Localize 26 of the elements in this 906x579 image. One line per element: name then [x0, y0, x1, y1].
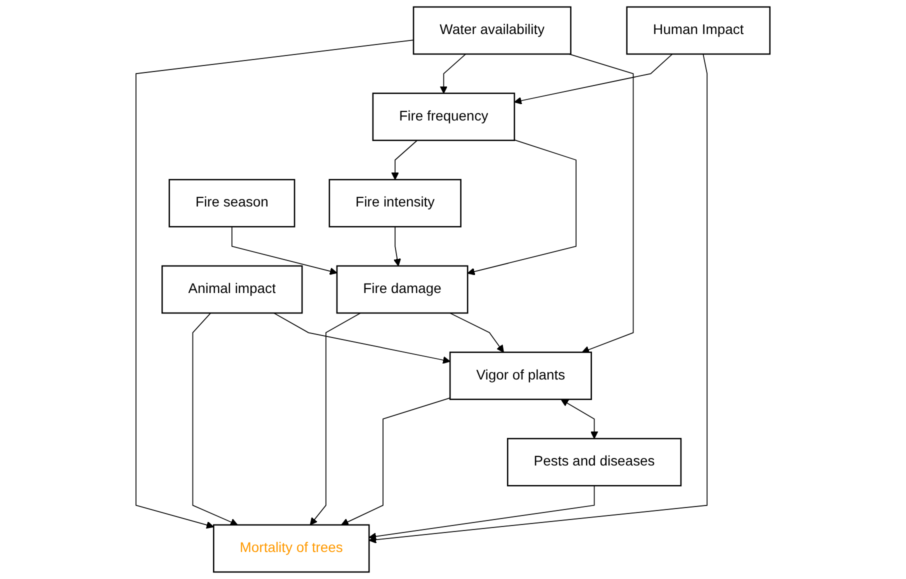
- arrow: [568, 54, 634, 354]
- node-box: Fire damage: [336, 265, 468, 314]
- node-box: Water availability: [412, 6, 572, 55]
- node-box: Animal impact: [162, 265, 303, 314]
- arrow: [368, 54, 708, 544]
- arrow: [449, 312, 504, 353]
- arrow: [192, 312, 238, 526]
- arrow: [514, 54, 673, 104]
- node-box: Fire frequency: [372, 92, 516, 142]
- arrow: [440, 54, 466, 94]
- arrow: [467, 139, 577, 276]
- arrow: [391, 140, 418, 180]
- arrow: [560, 399, 598, 439]
- arrow: [232, 226, 338, 275]
- node-box: Fire season: [168, 178, 296, 228]
- node-box: Human Impact: [626, 6, 771, 55]
- arrow: [310, 312, 362, 526]
- node-box: Vigor of plants: [449, 352, 592, 400]
- node-box: Fire intensity: [328, 178, 462, 228]
- arrow: [136, 40, 414, 529]
- arrow: [341, 398, 451, 526]
- node-box: Pests and diseases: [507, 438, 682, 486]
- arrow: [273, 312, 450, 364]
- arrow: [368, 485, 595, 540]
- node-box: Mortality of trees: [213, 524, 370, 573]
- arrow: [394, 226, 402, 266]
